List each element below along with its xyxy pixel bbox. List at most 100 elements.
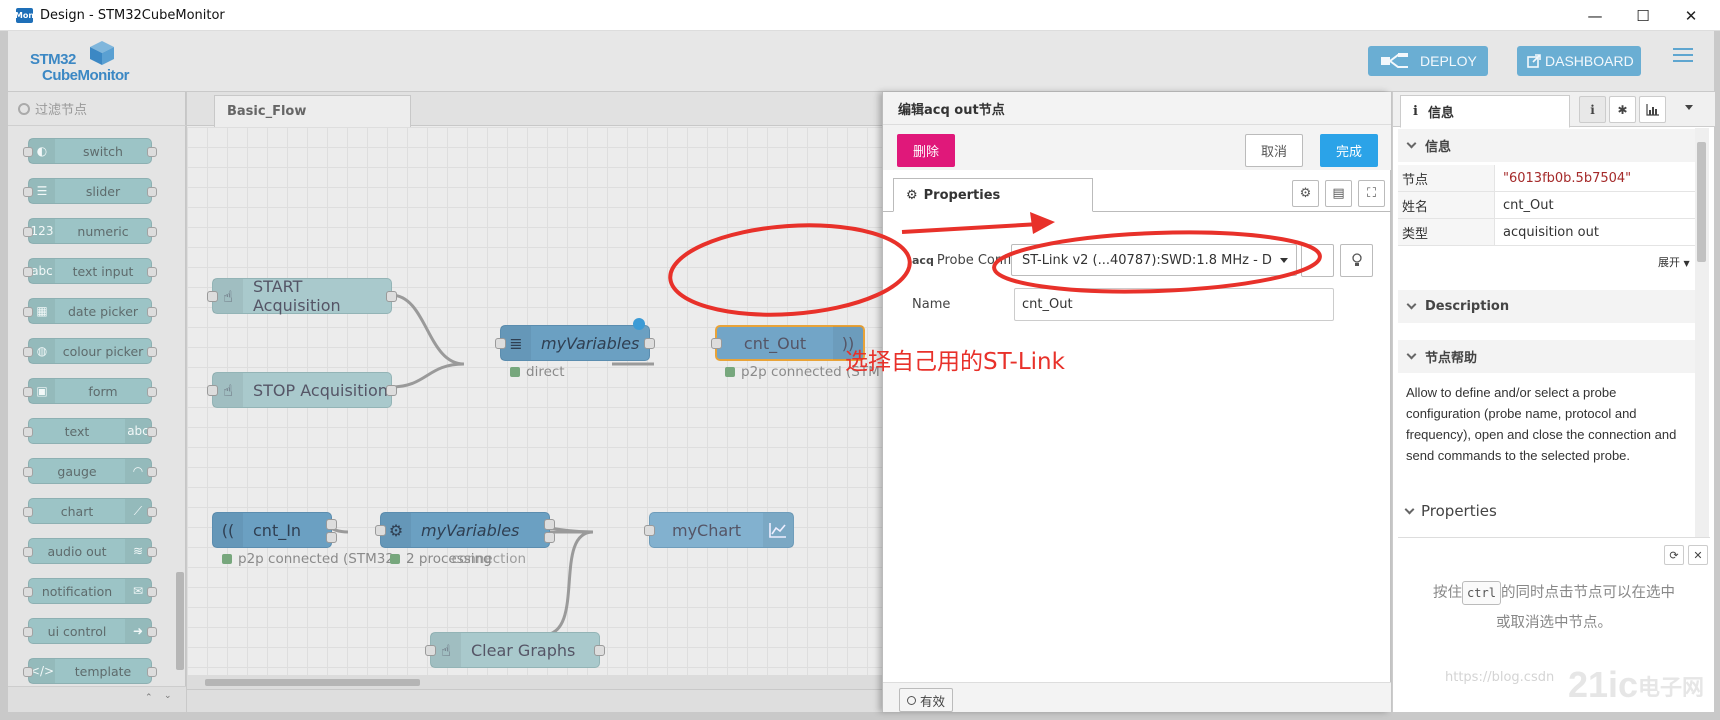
- palette-node-label: ui control: [47, 623, 107, 639]
- name-input[interactable]: cnt_Out: [1014, 287, 1334, 321]
- close-icon[interactable]: ✕: [1688, 545, 1708, 565]
- palette-node-label: notification: [41, 583, 113, 599]
- output-port: [147, 427, 157, 437]
- cnt-out-node[interactable]: cnt_Out )): [711, 325, 865, 361]
- section-help-header[interactable]: 节点帮助: [1398, 340, 1695, 373]
- slider-icon: ☰: [29, 179, 55, 203]
- tab-properties[interactable]: ⚙ Properties: [893, 178, 1093, 212]
- sidebar-menu-chevron-icon[interactable]: [1685, 105, 1693, 110]
- my-variables-node-2[interactable]: ⚙ myVariables: [375, 512, 555, 548]
- output-port[interactable]: [326, 519, 337, 530]
- enabled-toggle[interactable]: 有效: [899, 688, 953, 712]
- minimize-button[interactable]: —: [1587, 6, 1603, 25]
- input-port[interactable]: [375, 525, 386, 536]
- palette-node-label: slider: [85, 183, 121, 199]
- appearance-frame-icon[interactable]: ⛶: [1358, 180, 1385, 207]
- input-port: [23, 227, 33, 237]
- output-port: [147, 147, 157, 157]
- refresh-icon[interactable]: ⟳: [1664, 545, 1684, 565]
- maximize-button[interactable]: ☐: [1636, 6, 1650, 25]
- palette-node-gauge[interactable]: gauge◠: [23, 458, 157, 484]
- chevron-down-icon: [1280, 258, 1288, 263]
- palette-node-chart[interactable]: chart⟋: [23, 498, 157, 524]
- output-port: [147, 187, 157, 197]
- output-port[interactable]: [386, 385, 397, 396]
- close-window-button[interactable]: ✕: [1684, 6, 1698, 25]
- stop-acquisition-node[interactable]: ☝ STOP Acquisition: [207, 372, 397, 408]
- output-port: [147, 627, 157, 637]
- palette-filter-placeholder: 过滤节点: [35, 103, 88, 118]
- palette-node-colour-picker[interactable]: ◍colour picker: [23, 338, 157, 364]
- input-port[interactable]: [425, 645, 436, 656]
- palette-node-form[interactable]: ▣form: [23, 378, 157, 404]
- settings-gear-icon[interactable]: ⚙: [1292, 180, 1319, 207]
- tab-basic-flow[interactable]: Basic_Flow: [214, 95, 411, 127]
- input-port[interactable]: [711, 338, 722, 349]
- status-dot-icon: [725, 367, 735, 377]
- output-port-2[interactable]: [326, 532, 337, 543]
- palette-node-switch[interactable]: ◐switch: [23, 138, 157, 164]
- edit-probe-button[interactable]: [1301, 243, 1334, 277]
- my-chart-node[interactable]: myChart: [644, 512, 794, 548]
- dashboard-button[interactable]: DASHBOARD: [1517, 46, 1641, 76]
- output-port: [147, 587, 157, 597]
- palette-node-notification[interactable]: notification✉: [23, 578, 157, 604]
- debug-bug-icon[interactable]: ✱: [1609, 96, 1636, 123]
- gear-icon: ⚙: [381, 513, 411, 547]
- start-acquisition-label: START Acquisition: [253, 277, 341, 315]
- palette-node-slider[interactable]: ☰ slider: [23, 178, 157, 204]
- input-port[interactable]: [207, 385, 218, 396]
- bar-chart-icon[interactable]: [1639, 96, 1666, 123]
- cnt-in-status: p2p connected (STM32: [222, 551, 394, 567]
- description-document-icon[interactable]: ▤: [1325, 180, 1352, 207]
- palette-node-ui-control[interactable]: ui control➜: [23, 618, 157, 644]
- input-port[interactable]: [207, 291, 218, 302]
- probe-config-row: acq Probe Config ST-Link v2 (...40787):S…: [883, 242, 1391, 278]
- expand-link[interactable]: 展开 ▼: [1658, 254, 1690, 270]
- collapse-up-icon[interactable]: ⌃: [145, 693, 153, 703]
- palette-node-template[interactable]: </>template: [23, 658, 157, 684]
- probe-config-select[interactable]: ST-Link v2 (...40787):SWD:1.8 MHz - D: [1011, 244, 1297, 276]
- input-port[interactable]: [495, 338, 506, 349]
- palette-node-audio-out[interactable]: audio out≋: [23, 538, 157, 564]
- section-description-header[interactable]: Description: [1398, 290, 1695, 323]
- probe-config-icon: acq: [912, 253, 934, 267]
- palette-node-date-picker[interactable]: ▦date picker: [23, 298, 157, 324]
- hamburger-menu-icon[interactable]: [1673, 48, 1693, 68]
- palette-footer: ⌃ ⌄: [8, 686, 186, 712]
- info-tab-icon[interactable]: i: [1579, 96, 1606, 123]
- output-port-2[interactable]: [544, 532, 555, 543]
- collapse-down-icon[interactable]: ⌄: [164, 691, 172, 701]
- app-header: STM32 CubeMonitor DEPLOY DASHBOARD: [8, 31, 1714, 91]
- tab-info[interactable]: i 信息: [1400, 95, 1570, 128]
- cnt-in-node[interactable]: (( cnt_In: [212, 512, 337, 548]
- numeric-icon: 123: [29, 219, 55, 243]
- input-port: [23, 147, 33, 157]
- help-properties-heading[interactable]: Properties: [1404, 502, 1497, 520]
- output-port[interactable]: [594, 645, 605, 656]
- status-dot-icon: [390, 554, 400, 564]
- clear-graphs-node[interactable]: ☝ Clear Graphs: [425, 632, 605, 668]
- output-port[interactable]: [386, 291, 397, 302]
- input-port[interactable]: [644, 525, 655, 536]
- info-row: 节点"6013fb0b.5b7504": [1398, 165, 1695, 192]
- delete-button[interactable]: 删除: [897, 134, 955, 167]
- my-variables-node[interactable]: ≣ myVariables: [495, 318, 655, 361]
- output-port[interactable]: [644, 338, 655, 349]
- workspace-scroll-thumb[interactable]: [205, 679, 420, 686]
- tray-footer: 有效: [883, 682, 1391, 712]
- section-info-header[interactable]: 信息: [1398, 129, 1695, 162]
- deploy-button[interactable]: DEPLOY: [1368, 46, 1488, 76]
- start-acquisition-node[interactable]: ☝ START Acquisition: [207, 277, 397, 315]
- palette-filter-input[interactable]: 过滤节点: [8, 92, 186, 126]
- output-port[interactable]: [544, 519, 555, 530]
- lightbulb-icon[interactable]: [1340, 243, 1373, 277]
- cancel-button[interactable]: 取消: [1245, 134, 1303, 167]
- sidebar-scroll-thumb[interactable]: [1697, 142, 1706, 262]
- palette-scroll-thumb[interactable]: [176, 572, 184, 670]
- done-button[interactable]: 完成: [1320, 134, 1378, 167]
- output-port: [147, 547, 157, 557]
